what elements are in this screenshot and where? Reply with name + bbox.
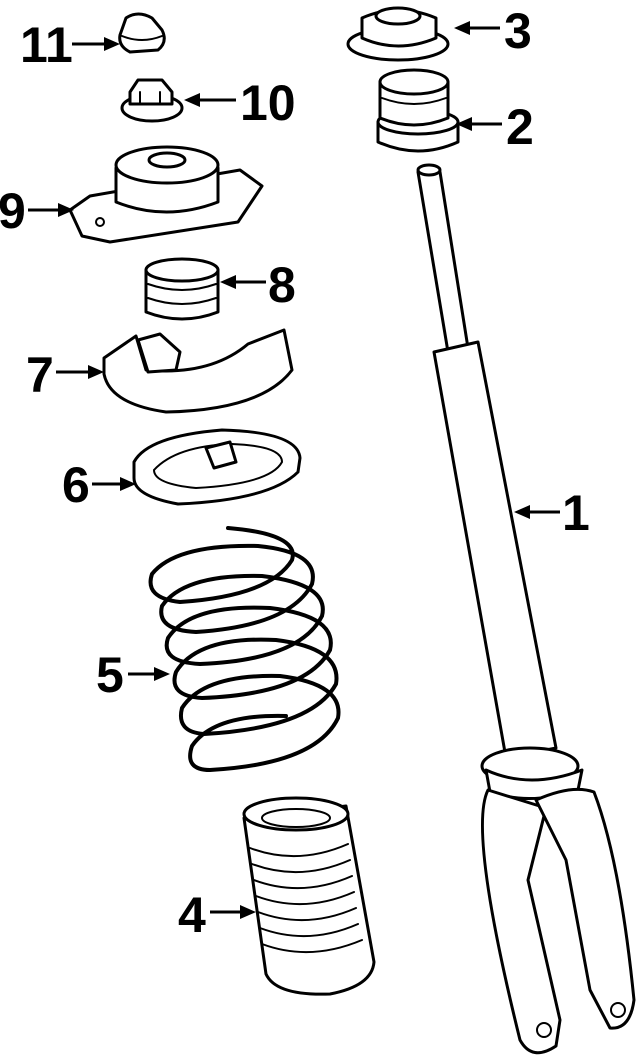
callout-11[interactable]: 11 bbox=[20, 17, 73, 73]
callout-5[interactable]: 5 bbox=[96, 647, 124, 703]
part-5-coil-spring[interactable] bbox=[148, 526, 341, 772]
callout-10[interactable]: 10 bbox=[240, 75, 296, 131]
part-1-strut[interactable] bbox=[416, 163, 636, 1055]
callout-2[interactable]: 2 bbox=[506, 99, 534, 155]
callout-7[interactable]: 7 bbox=[26, 347, 54, 403]
callout-9[interactable]: 9 bbox=[0, 183, 26, 239]
part-9-upper-mount[interactable] bbox=[68, 145, 264, 244]
part-10-nut[interactable] bbox=[120, 78, 184, 123]
callout-labels: 11 10 3 2 9 8 7 6 5 4 1 bbox=[0, 3, 590, 943]
part-6-insulator[interactable] bbox=[132, 428, 302, 506]
part-8-jounce-bumper[interactable] bbox=[144, 257, 220, 321]
callout-6[interactable]: 6 bbox=[62, 457, 90, 513]
callout-1[interactable]: 1 bbox=[562, 485, 590, 541]
part-2-bump-stop[interactable] bbox=[376, 68, 460, 153]
callout-leaders bbox=[28, 21, 560, 919]
callout-4[interactable]: 4 bbox=[178, 887, 206, 943]
part-3-mount-plate[interactable] bbox=[346, 6, 450, 62]
callout-3[interactable]: 3 bbox=[504, 3, 532, 59]
callout-8[interactable]: 8 bbox=[268, 257, 296, 313]
part-11-cap[interactable] bbox=[118, 12, 166, 54]
part-4-dust-boot[interactable] bbox=[242, 796, 376, 996]
part-7-spring-seat[interactable] bbox=[102, 328, 294, 414]
